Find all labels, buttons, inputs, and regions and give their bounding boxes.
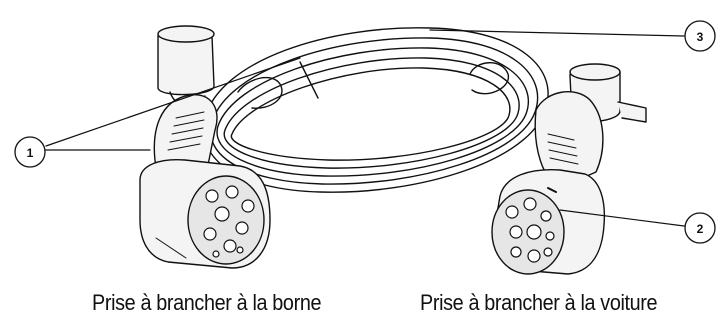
callout-3-leader <box>430 30 684 36</box>
callout-1-number: 1 <box>27 146 34 160</box>
coiled-cable <box>204 28 548 192</box>
caption-station-plug: Prise à brancher à la borne <box>92 290 321 316</box>
callout-2-number: 2 <box>697 222 704 236</box>
caption-vehicle-plug: Prise à brancher à la voiture <box>420 290 657 316</box>
callout-3 <box>430 21 715 51</box>
right-plug <box>470 63 646 274</box>
left-plug <box>140 26 270 268</box>
left-plug-cap <box>158 26 214 107</box>
callout-3-number: 3 <box>697 30 704 44</box>
